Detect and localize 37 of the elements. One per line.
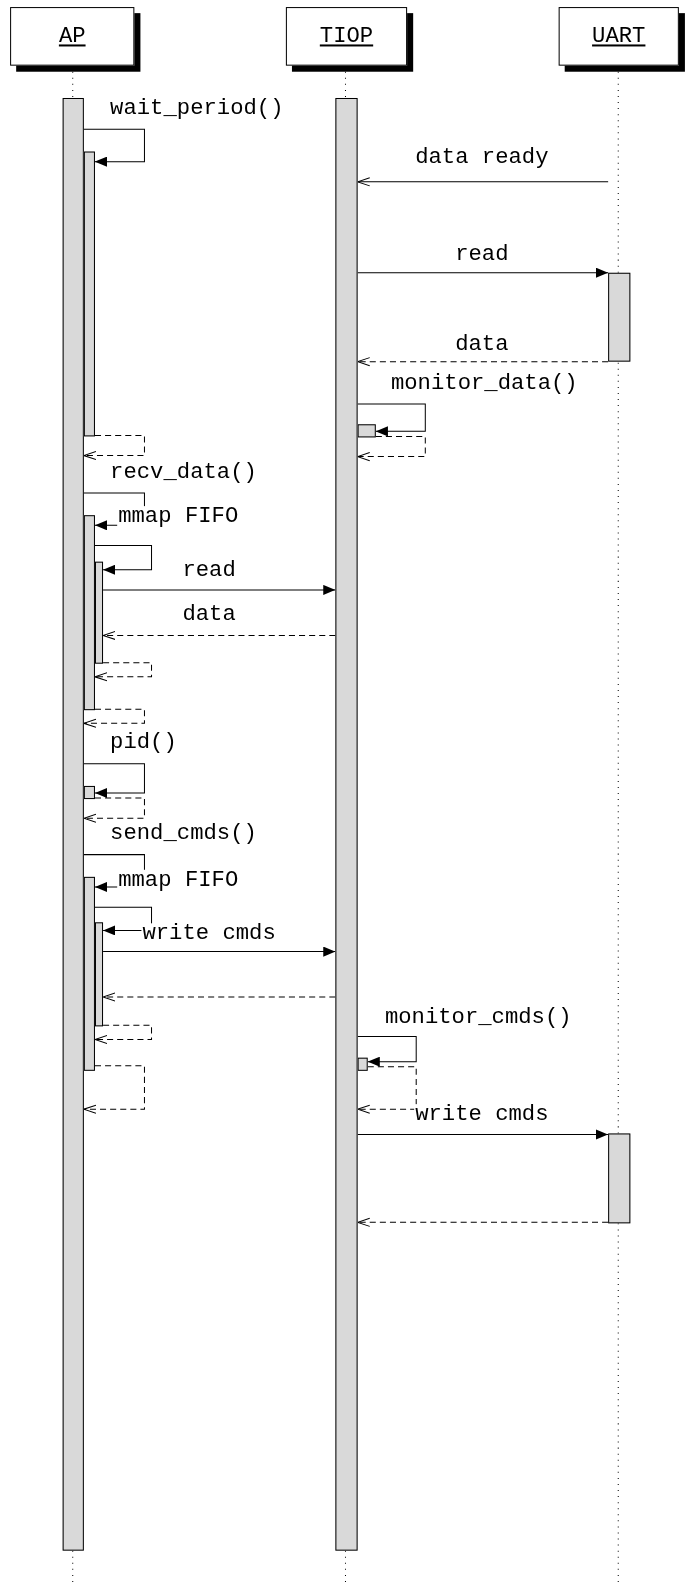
self-call-arrow — [94, 545, 153, 575]
return-arrow — [83, 797, 145, 823]
activation-bar — [357, 424, 376, 438]
activation-bar — [83, 876, 95, 1071]
self-call-arrow — [357, 1035, 417, 1067]
return-arrow — [102, 630, 336, 640]
self-call-arrow — [357, 403, 426, 437]
activation-bar — [357, 1057, 368, 1071]
activation-bar — [608, 272, 631, 362]
message-arrow — [102, 584, 336, 595]
return-arrow — [102, 992, 336, 1002]
return-arrow — [357, 1217, 609, 1227]
return-arrow — [94, 1024, 153, 1045]
activation-bar — [94, 922, 104, 1027]
message-label: data ready — [414, 146, 550, 169]
activation-bar — [83, 785, 95, 800]
self-call-arrow — [83, 128, 145, 167]
message-label: mmap FIFO — [117, 506, 240, 529]
activation-bar — [94, 561, 104, 664]
return-arrow — [94, 662, 153, 682]
return-arrow — [357, 435, 426, 462]
activation-bar — [335, 98, 358, 1551]
return-arrow — [357, 1066, 417, 1114]
return-arrow — [83, 1065, 145, 1114]
return-arrow — [83, 708, 145, 728]
message-label: mmap FIFO — [117, 869, 240, 892]
activation-bar — [83, 515, 95, 711]
activation-bar — [83, 151, 95, 437]
activation-bar — [608, 1133, 631, 1224]
activation-bar — [62, 98, 84, 1551]
return-arrow — [83, 434, 145, 461]
message-arrow — [357, 1129, 609, 1140]
return-arrow — [357, 357, 609, 367]
message-arrow — [357, 177, 609, 187]
message-arrow — [357, 267, 609, 278]
message-arrow — [102, 946, 336, 957]
self-call-arrow — [83, 763, 145, 799]
